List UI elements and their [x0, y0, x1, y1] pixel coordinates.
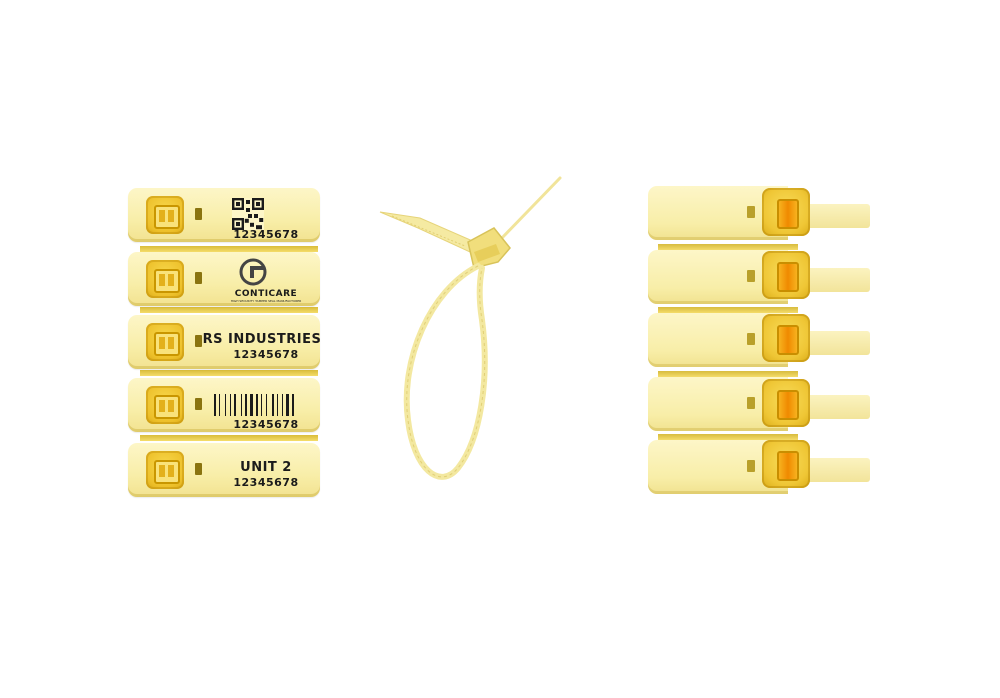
- tag-gap: [140, 246, 318, 252]
- strap-slot: [747, 333, 755, 345]
- serial-number: 12345678: [233, 476, 299, 489]
- strap-slot: [195, 398, 202, 410]
- lock-head: [146, 451, 184, 489]
- lock-window: [777, 262, 799, 292]
- lock-window: [777, 390, 799, 420]
- tag-gap: [658, 371, 798, 377]
- tag-gap: [658, 244, 798, 250]
- strap-slot: [195, 208, 202, 220]
- lock-head: [762, 314, 810, 362]
- serial-number: 12345678: [233, 418, 299, 431]
- tag-gap: [140, 307, 318, 313]
- company-name: RS INDUSTRIES: [202, 332, 322, 347]
- strap-slot: [747, 397, 755, 409]
- seal-tag-unit: UNIT 2 12345678: [128, 443, 320, 497]
- strap-slot: [747, 206, 755, 218]
- unit-label: UNIT 2: [240, 460, 292, 475]
- strap-slot: [195, 272, 202, 284]
- lock-head: [762, 188, 810, 236]
- seal-tag-text: RS INDUSTRIES 12345678: [128, 315, 322, 369]
- conticare-logo-icon: [239, 258, 267, 286]
- lock-window: [777, 451, 799, 481]
- qr-code-icon: [232, 198, 264, 230]
- lock-window: [777, 325, 799, 355]
- lock-head: [146, 196, 184, 234]
- strap-slot: [195, 463, 202, 475]
- tag-gap: [140, 370, 318, 376]
- lock-head: [762, 251, 810, 299]
- tag-gap: [658, 307, 798, 313]
- lock-head: [762, 379, 810, 427]
- logo-tagline: HIGH SECURITY TAMPER SEAL MANUFACTURER: [230, 299, 302, 303]
- strap-slot: [747, 460, 755, 472]
- seal-tag-logo: CONTICARE HIGH SECURITY TAMPER SEAL MANU…: [128, 252, 320, 306]
- seal-tag-qr: 12345678: [128, 188, 320, 242]
- strap-slot: [747, 270, 755, 282]
- tag-gap: [140, 435, 318, 441]
- tag-gap: [658, 434, 798, 440]
- serial-number: 12345678: [233, 228, 299, 241]
- lock-window: [777, 199, 799, 229]
- logo-text: CONTICARE: [234, 289, 298, 299]
- lock-head: [146, 260, 184, 298]
- looped-strap-seal: [379, 176, 562, 480]
- barcode-icon: [214, 394, 294, 416]
- strap-slot: [195, 335, 202, 347]
- lock-head: [762, 440, 810, 488]
- lock-head: [146, 323, 184, 361]
- seal-tag-barcode: 12345678: [128, 378, 320, 432]
- serial-number: 12345678: [233, 348, 299, 361]
- lock-head: [146, 386, 184, 424]
